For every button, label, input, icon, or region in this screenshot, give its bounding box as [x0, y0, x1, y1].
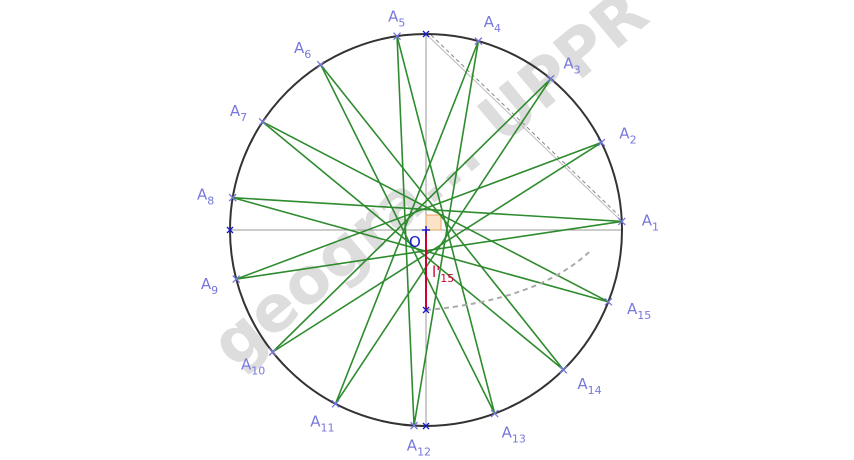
vertex-label: A8	[197, 185, 214, 207]
star-edge	[262, 121, 564, 371]
vertex-label-letter: A	[388, 7, 399, 25]
star-edge	[272, 141, 602, 353]
star-edge	[319, 64, 496, 414]
vertex-label-index: 4	[494, 22, 501, 35]
vertex-point	[617, 217, 626, 226]
center-label: O	[409, 233, 421, 251]
vertex-label: A14	[577, 375, 601, 397]
vertex-point	[604, 297, 613, 306]
vertex-label-index: 6	[304, 48, 311, 61]
vertex-label: A9	[201, 275, 218, 297]
vertex-label: A12	[407, 437, 431, 459]
watermark: geogra... UPPR	[198, 0, 662, 382]
vertex-label-letter: A	[627, 300, 638, 318]
vertex-label-index: 1	[652, 221, 659, 234]
vertex-label: A1	[642, 212, 659, 234]
compass-arc	[425, 248, 593, 311]
vertex-label-letter: A	[563, 54, 574, 72]
vertex-label: A11	[310, 413, 334, 435]
vertex-point	[474, 37, 483, 46]
vertex-label-index: 12	[417, 446, 431, 459]
vertex-point	[597, 138, 606, 147]
vertex-label-letter: A	[294, 39, 305, 57]
aux-point-top	[422, 30, 430, 38]
vertex-label-letter: A	[407, 437, 418, 455]
star-edge	[396, 35, 496, 414]
aux-point-left	[226, 226, 234, 234]
star-edge	[262, 121, 609, 303]
vertex-label-letter: A	[230, 102, 241, 120]
vertex-label-letter: A	[201, 275, 212, 293]
vertex-label: A6	[294, 39, 311, 61]
vertex-label-index: 13	[512, 432, 526, 445]
vertex-label-index: 2	[630, 134, 637, 147]
vertex-label-index: 15	[637, 309, 651, 322]
vertex-point	[268, 348, 277, 356]
vertex-label-letter: A	[484, 13, 495, 31]
vertex-point	[228, 193, 237, 202]
vertex-label: A2	[619, 125, 636, 147]
vertex-label-index: 3	[574, 63, 581, 76]
star-edge	[272, 78, 552, 353]
vertex-point	[559, 365, 568, 374]
dashed-chord	[430, 34, 620, 216]
vertex-label: A5	[388, 7, 405, 29]
vertex-label-letter: A	[310, 413, 321, 431]
vertex-label-index: 7	[240, 111, 247, 124]
segment-label-main: l'	[432, 263, 440, 281]
vertex-label: A7	[230, 102, 247, 124]
vertex-label-letter: A	[619, 125, 630, 143]
star-edge	[320, 64, 564, 371]
vertex-point	[546, 74, 555, 83]
star-edge	[334, 40, 480, 405]
vertex-label-index: 14	[588, 384, 602, 397]
vertex-point	[393, 32, 401, 41]
vertex-label-letter: A	[577, 375, 588, 393]
vertex-label: A4	[484, 13, 501, 35]
aux-point-bottom	[422, 422, 430, 430]
vertex-label-letter: A	[502, 423, 513, 441]
right-angle-marker	[425, 214, 442, 231]
vertex-label: A15	[627, 300, 651, 322]
vertex-point	[331, 399, 340, 408]
vertex-label-letter: A	[197, 185, 208, 203]
star-edge	[236, 220, 622, 280]
star-edge	[232, 196, 609, 303]
vertex-label-index: 10	[251, 364, 265, 377]
star-edge	[413, 40, 480, 426]
vertex-label-index: 5	[398, 16, 405, 29]
vertex-label: A10	[241, 355, 265, 377]
vertex-point	[316, 60, 325, 69]
aux-point-segment-end	[422, 306, 430, 314]
star-edge	[232, 196, 622, 223]
vertex-point	[258, 117, 267, 126]
reference-chord	[425, 33, 623, 222]
star-edge	[396, 36, 415, 426]
vertex-point	[490, 409, 499, 418]
vertex-point	[410, 421, 418, 430]
segment-label: l'15	[432, 263, 454, 285]
vertex-label-letter: A	[642, 212, 653, 230]
vertex-label-index: 9	[211, 284, 218, 297]
vertex-label-letter: A	[241, 355, 252, 373]
star-polygon	[232, 35, 622, 426]
vertex-label-index: 11	[321, 422, 335, 435]
vertex-label: A3	[563, 54, 580, 76]
vertex-markers	[228, 32, 626, 430]
star-edge	[235, 141, 602, 280]
vertex-label-index: 8	[207, 194, 214, 207]
segment-label-sub: 15	[440, 272, 454, 285]
auxiliary-points	[226, 30, 430, 430]
vertex-label: A13	[502, 423, 526, 445]
star-edge	[334, 78, 552, 405]
vertex-point	[232, 275, 241, 284]
